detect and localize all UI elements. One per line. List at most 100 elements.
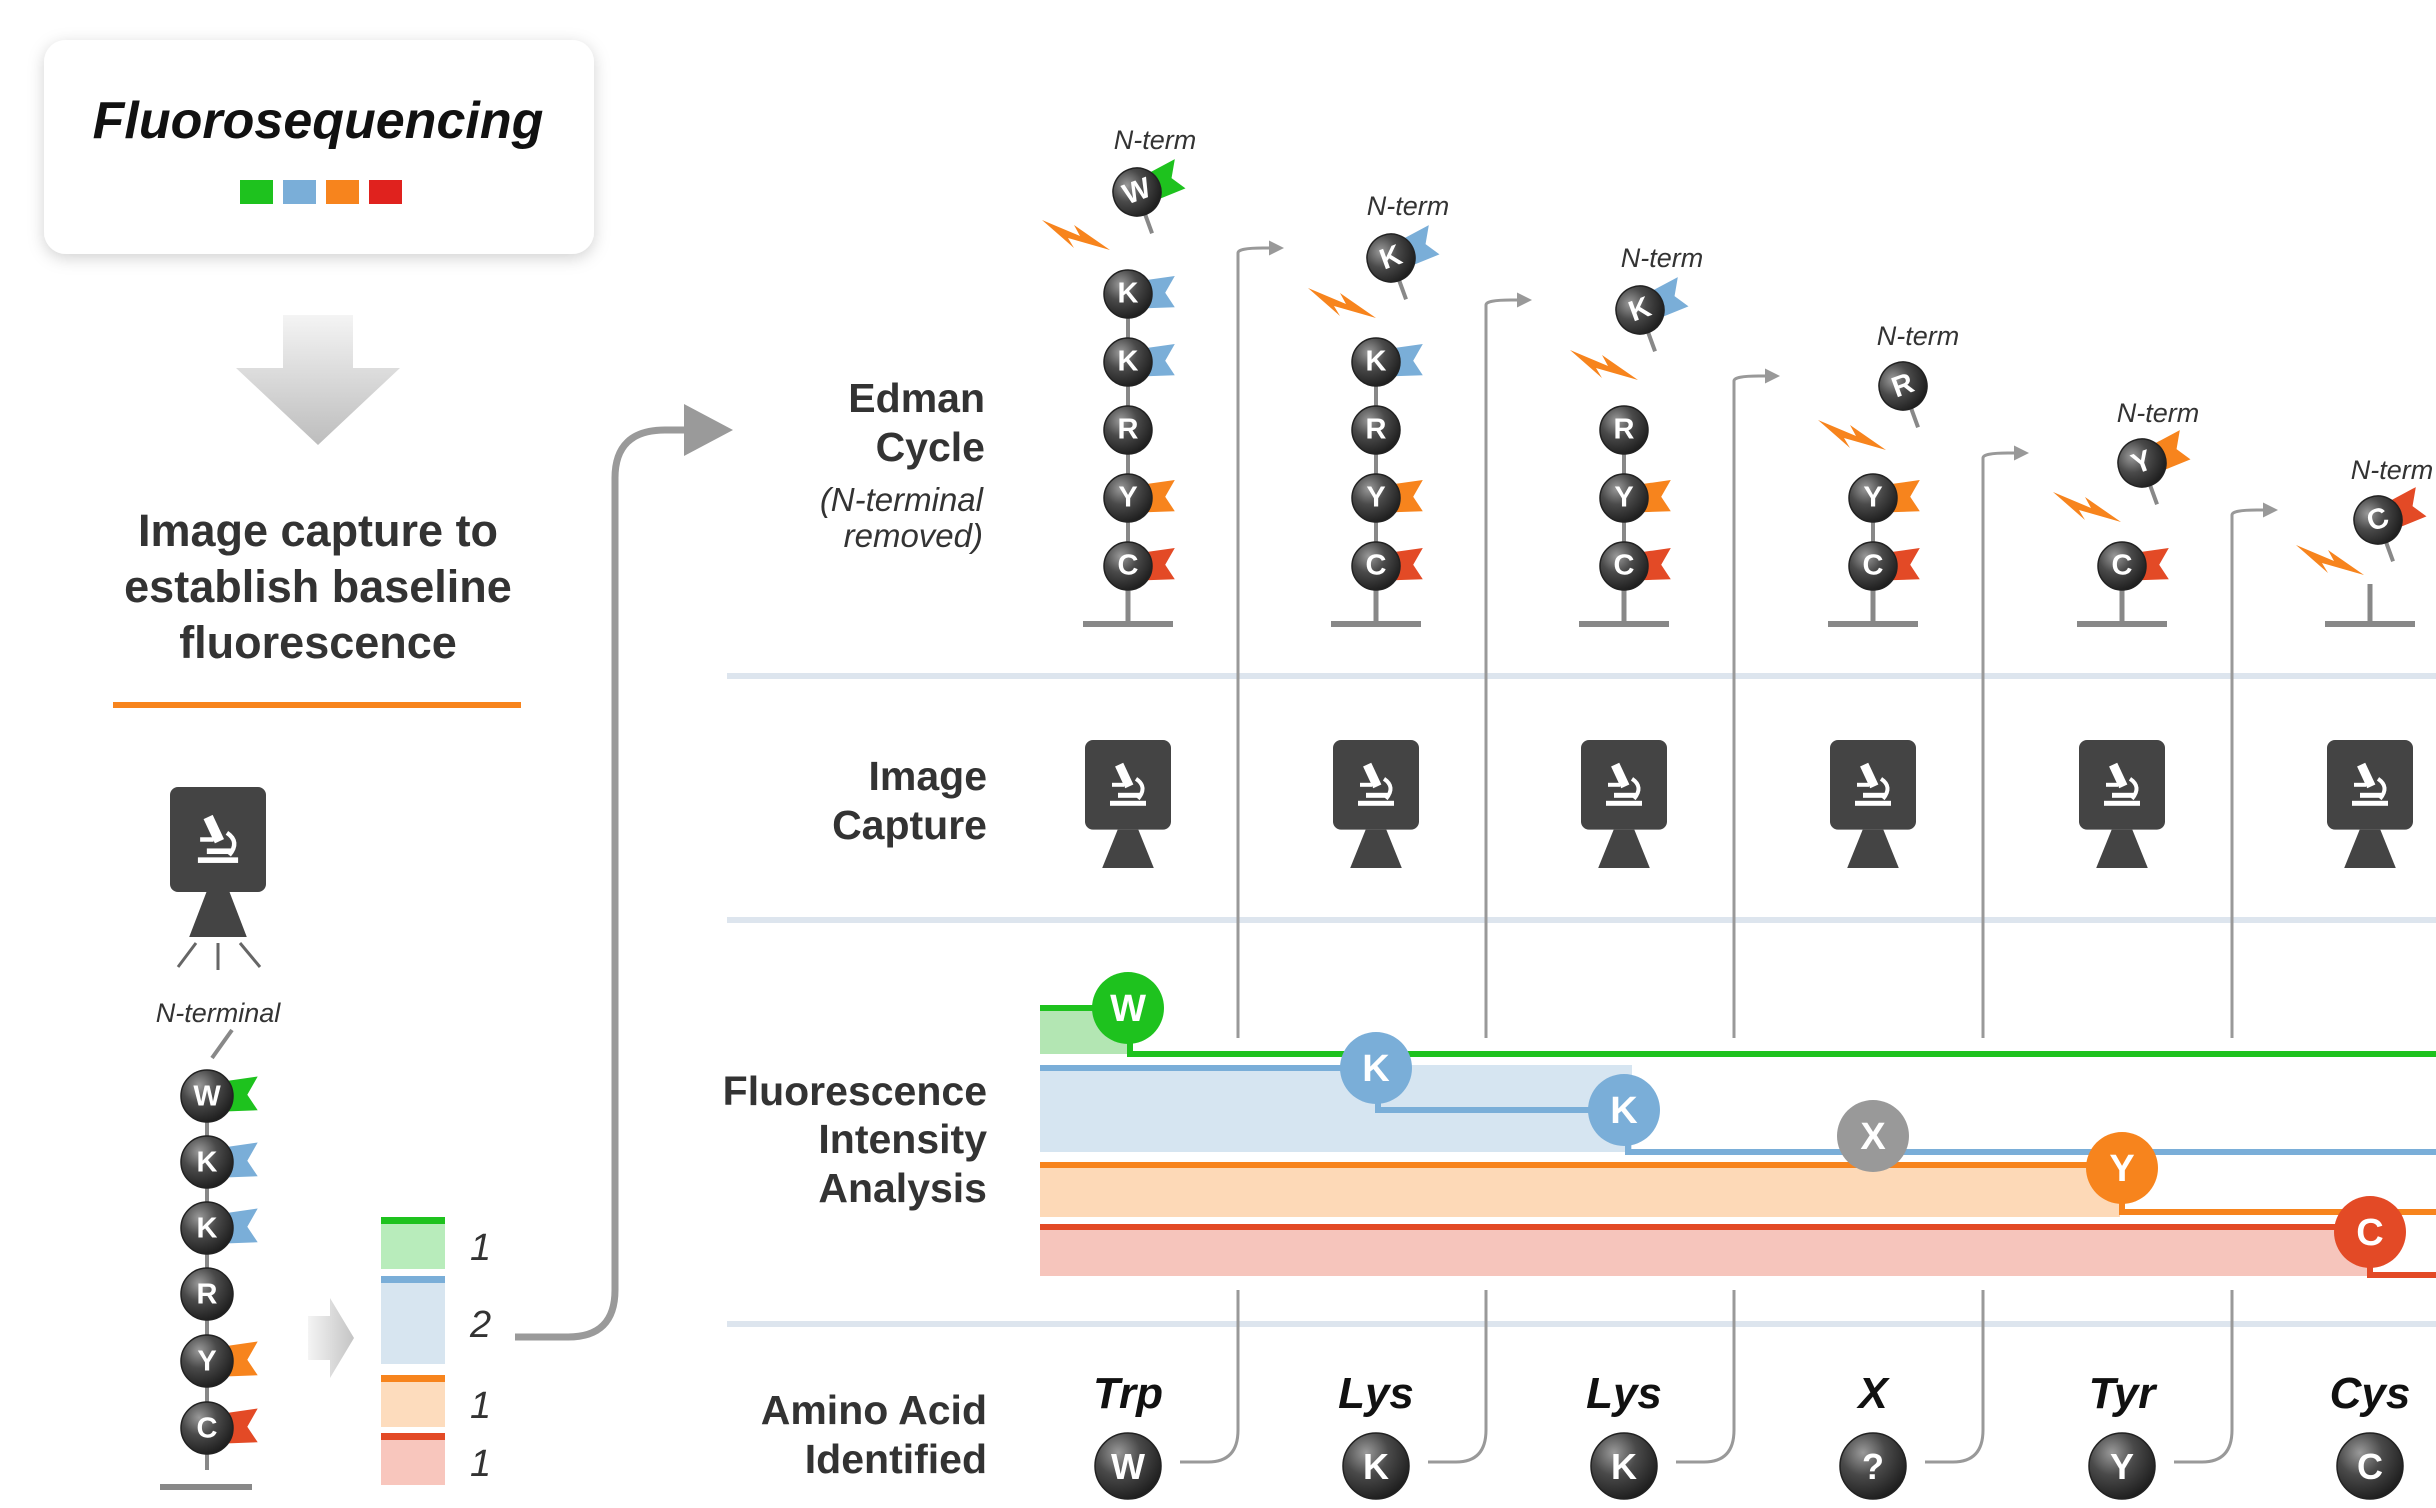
identified-amino-acid-name: X	[1855, 1369, 1890, 1418]
removed-residue: C	[2353, 487, 2427, 563]
baseline-camera-icon	[170, 787, 266, 937]
residue-letter: K	[197, 1146, 218, 1178]
bead-icon	[180, 1135, 234, 1189]
image-capture-camera-icon	[2327, 740, 2413, 868]
legend-square-3	[369, 180, 402, 204]
red-fill	[1040, 1226, 2370, 1276]
image-capture-camera-icon	[1830, 740, 1916, 868]
cleavage-bolt-icon	[2296, 545, 2364, 575]
removed-residue-bead: Y	[2117, 430, 2191, 488]
bead-icon	[1103, 269, 1153, 319]
bead-icon	[1112, 167, 1162, 217]
intensity-drop-marker	[1092, 972, 1164, 1044]
title-card: Fluorosequencing	[44, 40, 594, 254]
bead-icon	[2353, 495, 2403, 545]
identified-residue-bead: K	[1342, 1432, 1410, 1500]
baseline-count-green: 1	[381, 1217, 491, 1269]
cleavage-bolt-icon	[1308, 288, 1376, 318]
identified-amino-acid-name: Cys	[2330, 1369, 2411, 1418]
remaining-residue: K	[1103, 269, 1175, 319]
bead-icon	[1103, 473, 1153, 523]
small-right-arrow-icon	[308, 1298, 354, 1378]
identified-residue-letter: C	[2357, 1446, 2383, 1487]
fluorescence-label-line-1: Fluorescence	[723, 1068, 987, 1114]
remaining-residue: R	[1599, 405, 1649, 455]
bead-icon	[1351, 473, 1401, 523]
remaining-residue: Y	[1599, 473, 1671, 523]
identified-residue-bead: W	[1094, 1432, 1162, 1500]
baseline-intensity-bars: 1 2 1 1	[381, 1217, 491, 1485]
bead-icon	[1878, 361, 1928, 411]
result-connector-line	[2174, 1290, 2234, 1464]
cleavage-bolt-icon	[2053, 492, 2121, 522]
residue-letter: Y	[1614, 482, 1633, 514]
removed-residue: K	[1366, 225, 1440, 301]
result-connector-line	[1428, 1290, 1488, 1464]
baseline-residue-2: K	[180, 1201, 258, 1255]
removed-residue: K	[1615, 277, 1689, 353]
removed-residue-bead: K	[1615, 277, 1689, 335]
bead-icon	[180, 1267, 234, 1321]
removed-residue-bead: R	[1878, 361, 1928, 411]
caption-line-1: Image capture to	[138, 505, 498, 556]
removed-residue: R	[1878, 361, 1928, 429]
row-dividers	[727, 673, 2436, 1327]
residue-letter: Y	[1366, 482, 1385, 514]
title: Fluorosequencing	[93, 92, 544, 150]
baseline-camera-icon	[170, 787, 266, 937]
residue-letter: R	[1366, 414, 1387, 446]
baseline-count-value: 2	[469, 1304, 491, 1346]
intensity-drop-marker	[2086, 1132, 2158, 1204]
remaining-residue: Y	[1103, 473, 1175, 523]
residue-letter: C	[1614, 550, 1635, 582]
baseline-count-blue: 2	[381, 1276, 491, 1364]
intensity-drop-letter: K	[1362, 1048, 1390, 1090]
bead-icon	[1351, 337, 1401, 387]
remaining-residue: Y	[1848, 473, 1920, 523]
residue-letter: C	[2112, 550, 2133, 582]
bead-icon	[180, 1201, 234, 1255]
bead-icon	[1599, 473, 1649, 523]
bead-icon	[1351, 405, 1401, 455]
bead-icon	[1366, 233, 1416, 283]
remaining-residue: C	[1351, 541, 1423, 591]
cycle-connector-line	[1484, 292, 1532, 1038]
orange-fill	[1040, 1165, 2120, 1217]
intensity-drop-marker	[1837, 1100, 1909, 1172]
removed-residue: Y	[2117, 430, 2191, 506]
blue-trace	[1040, 1065, 2436, 1155]
residue-letter: C	[1863, 550, 1884, 582]
cleavage-bolt-icon	[1818, 420, 1886, 450]
baseline-count-red: 1	[381, 1433, 491, 1485]
caption-underline	[113, 702, 521, 708]
amino-acid-label-line-2: Identified	[805, 1436, 987, 1482]
n-term-label: N-term	[2351, 455, 2434, 485]
edman-label-line-1: Edman	[848, 375, 985, 421]
result-connector-line	[1676, 1290, 1736, 1464]
residue-letter: Y	[1863, 482, 1882, 514]
identified-residue-bead: ?	[1839, 1432, 1907, 1500]
n-term-label: N-term	[1367, 191, 1450, 221]
baseline-connector-arrow	[515, 426, 700, 1341]
intensity-drop-marker	[1340, 1032, 1412, 1104]
identified-residue-bead: K	[1590, 1432, 1658, 1500]
residue-letter: K	[1366, 346, 1387, 378]
fluorescence-label-line-3: Analysis	[818, 1165, 987, 1211]
baseline-residue-3: R	[180, 1267, 234, 1321]
n-term-label: N-term	[2117, 398, 2200, 428]
row-labels: Edman Cycle (N-terminal removed) Image C…	[723, 375, 988, 1482]
baseline-count-orange: 1	[381, 1375, 491, 1427]
baseline-residue-0: W	[180, 1069, 258, 1123]
bead-icon	[1615, 285, 1665, 335]
down-arrow	[236, 315, 400, 445]
identified-residue-bead: C	[2336, 1432, 2404, 1500]
n-term-label: N-term	[1877, 321, 1960, 351]
fluorescence-traces	[1040, 1005, 2436, 1278]
caption-line-2: establish baseline	[124, 561, 512, 612]
